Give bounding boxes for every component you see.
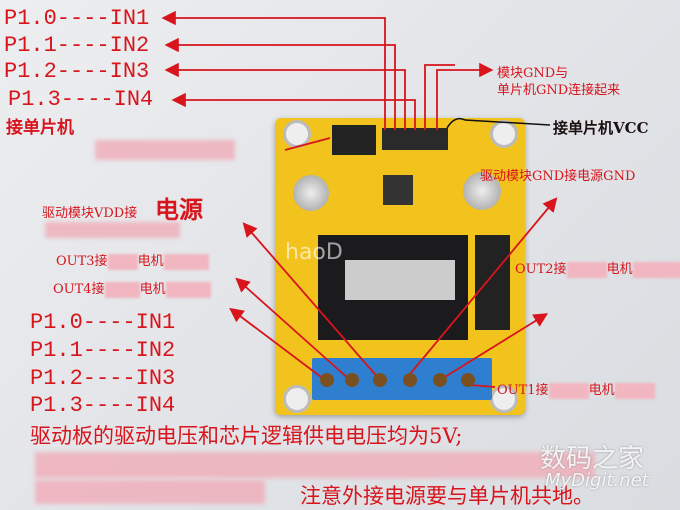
- capacitor: [293, 175, 329, 211]
- out3-motor: 电机: [137, 254, 164, 269]
- top-pin-map-4: P1.3----IN4: [8, 87, 154, 112]
- vdd-power-label: 电源: [155, 196, 203, 224]
- capacitor: [463, 172, 501, 210]
- pin-header-inputs: [382, 128, 448, 150]
- pin-header-vcc: [332, 125, 376, 155]
- out4-motor: 电机: [139, 282, 166, 297]
- mounting-hole: [283, 120, 311, 148]
- watermark-en: MyDigit.net: [545, 470, 649, 491]
- mounting-hole: [490, 120, 518, 148]
- gnd-power-label: 驱动模块GND接电源GND: [480, 169, 636, 184]
- ground-note: 注意外接电源要与单片机共地。: [300, 484, 594, 508]
- jumper-block: [475, 235, 510, 330]
- redacted-text: [45, 222, 180, 238]
- out1-motor: 电机: [588, 383, 615, 398]
- out4-label: OUT4接 电机: [53, 278, 211, 298]
- gnd-note-line-1: 模块GND与: [497, 66, 569, 81]
- watermark-cn: 数码之家: [540, 444, 645, 474]
- vcc-label: 接单片机VCC: [553, 119, 649, 137]
- bottom-pin-map-2: P1.1----IN2: [30, 338, 176, 363]
- out2-motor: 电机: [606, 262, 633, 277]
- gnd-note-line-2: 单片机GND连接起来: [497, 83, 621, 98]
- out1-prefix: OUT1接: [497, 383, 549, 398]
- out2-label: OUT2接 电机: [515, 258, 680, 278]
- redacted-text: [35, 480, 265, 504]
- bottom-pin-map-3: P1.2----IN3: [30, 366, 176, 391]
- out4-prefix: OUT4接: [53, 282, 105, 297]
- voltage-note: 驱动板的驱动电压和芯片逻辑供电电压均为5V;: [30, 424, 463, 448]
- out3-prefix: OUT3接: [56, 254, 108, 269]
- heatsink-watermark: haoD: [285, 240, 343, 265]
- redacted-text: [35, 452, 595, 478]
- bottom-pin-map-1: P1.0----IN1: [30, 310, 176, 335]
- bottom-pin-map-4: P1.3----IN4: [30, 393, 176, 418]
- connect-mcu-label: 接单片机: [6, 118, 74, 138]
- top-pin-map-1: P1.0----IN1: [4, 6, 150, 31]
- redacted-text: [95, 140, 235, 160]
- vdd-label: 驱动模块VDD接: [42, 206, 138, 221]
- regulator-chip: [383, 175, 413, 205]
- out2-prefix: OUT2接: [515, 262, 567, 277]
- out1-label: OUT1接 电机: [497, 379, 655, 399]
- top-pin-map-3: P1.2----IN3: [4, 59, 150, 84]
- driver-chip: [345, 260, 455, 300]
- out3-label: OUT3接 电机: [56, 250, 209, 270]
- top-pin-map-2: P1.1----IN2: [4, 33, 150, 58]
- mounting-hole: [283, 385, 311, 413]
